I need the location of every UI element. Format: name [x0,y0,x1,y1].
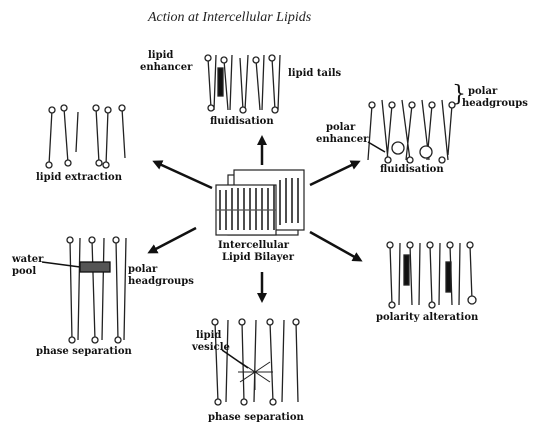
top-right-label-polar: polar [468,86,497,97]
arrow-up-right [310,162,358,185]
bottom-left-panel-illustration [42,237,126,343]
right-panel-illustration [387,242,476,308]
left-panel-illustration [46,105,125,168]
top-label-enhancer: enhancer [140,62,192,73]
bottom-label-vesicle: vesicle [192,342,230,353]
bottom-left-label-headgroups: headgroups [128,276,194,287]
bottom-left-caption: phase separation [36,346,132,357]
bottom-caption: phase separation [208,412,304,423]
top-right-caption: fluidisation [380,164,444,175]
diagram-title: Action at Intercellular Lipids [148,10,311,26]
top-right-label-headgroups: headgroups [462,98,528,109]
arrow-down-right [310,232,360,260]
bottom-label-lipid: lipid [196,330,221,341]
top-caption: fluidisation [210,116,274,127]
center-label-line1: Intercellular [218,240,289,251]
bottom-left-label-pool: pool [12,266,36,277]
bottom-left-label-water: water [12,254,43,265]
bottom-panel-illustration [212,319,299,405]
center-label-line2: Lipid Bilayer [222,252,294,263]
arrow-up-left [155,162,212,188]
top-right-label-polar-2: polar [326,122,355,133]
top-label-lipid-tails: lipid tails [288,68,341,79]
top-right-panel-illustration [368,100,455,163]
arrow-down-left [150,228,196,252]
top-panel-illustration [205,55,280,113]
top-label-lipid: lipid [148,50,173,61]
left-caption: lipid extraction [36,172,122,183]
right-caption: polarity alteration [376,312,478,323]
top-right-label-enhancer: enhancer [316,134,368,145]
bottom-left-label-polar: polar [128,264,157,275]
central-bilayer-illustration [216,170,304,235]
